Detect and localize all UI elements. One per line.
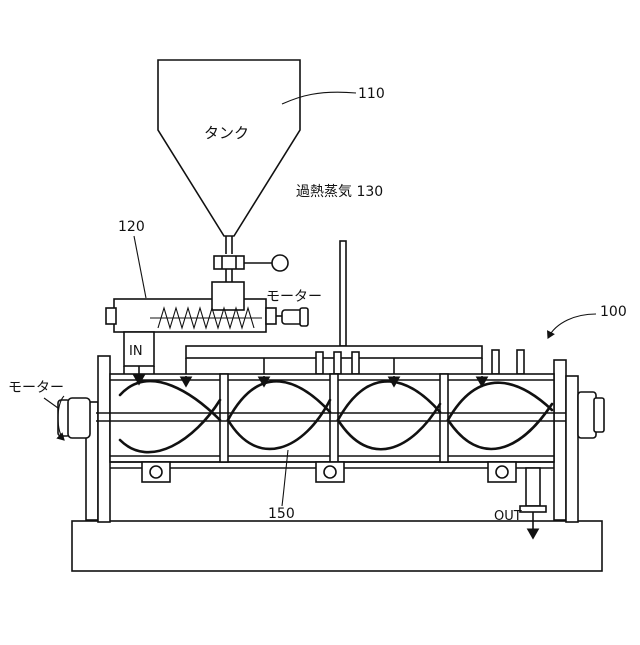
- feeder-motor: [276, 308, 308, 326]
- outlet-label: OUT: [494, 509, 522, 524]
- valve: [214, 255, 288, 282]
- right-bearing: [578, 392, 604, 438]
- feeder: [106, 282, 276, 332]
- inlet-label: IN: [129, 344, 143, 359]
- tank-ref-number: 110: [358, 86, 385, 102]
- feeder-motor-label: モーター: [266, 289, 322, 305]
- main-motor: [58, 396, 90, 440]
- tank-hopper: [158, 60, 300, 254]
- support-brackets: [142, 462, 516, 482]
- steam-label: 過熱蒸気 130: [296, 184, 383, 200]
- base-platform: [72, 521, 602, 571]
- feeder-ref-leader: [134, 236, 146, 298]
- tank-label: タンク: [204, 124, 249, 142]
- main-motor-leader: [44, 398, 58, 408]
- screw-ref-number: 150: [268, 506, 295, 522]
- machine-ref-number: 100: [600, 304, 627, 320]
- machine-ref-arrow: [548, 314, 596, 338]
- feeder-ref-number: 120: [118, 219, 145, 235]
- valve-handle-icon: [272, 255, 288, 271]
- main-motor-label: モーター: [8, 380, 64, 396]
